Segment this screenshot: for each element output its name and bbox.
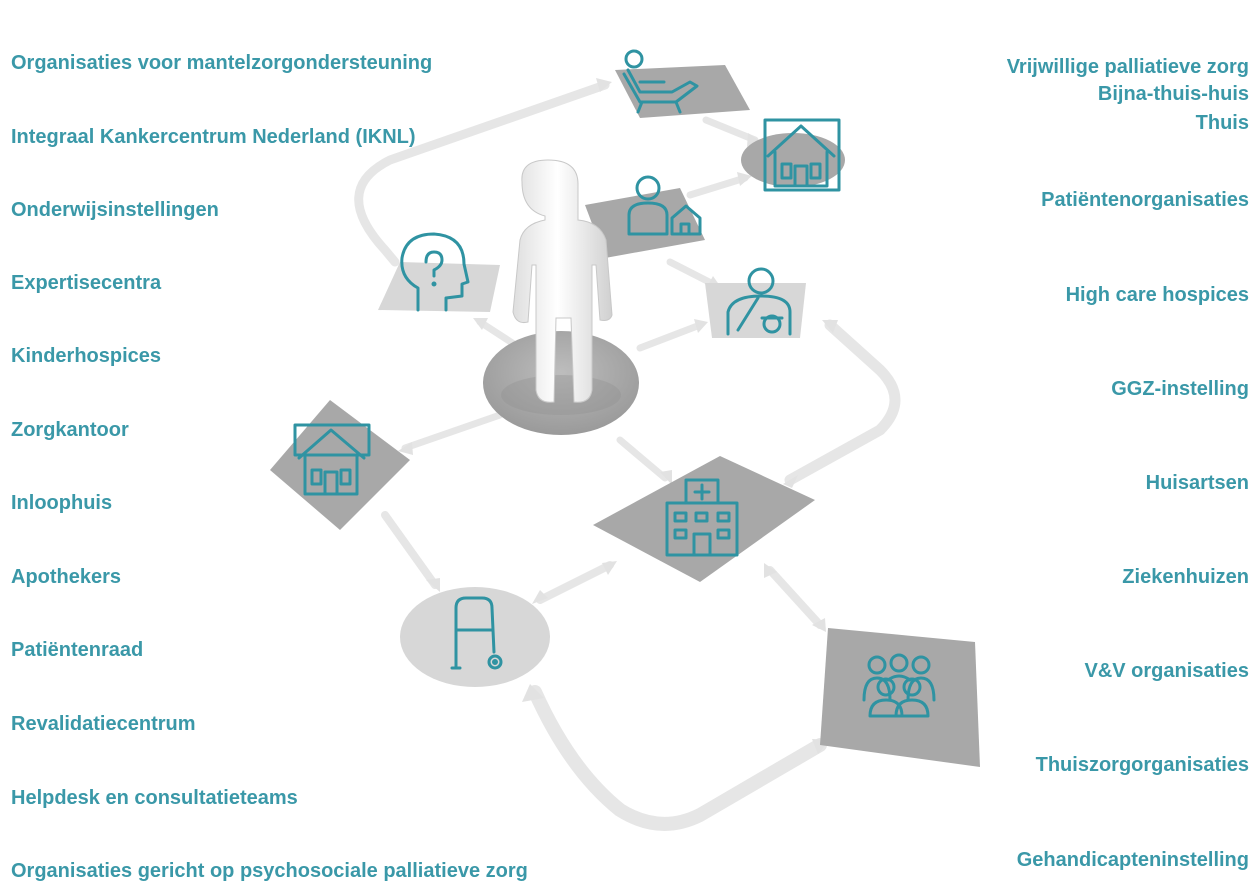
- label-mantelzorgondersteuning: Organisaties voor mantelzorgondersteunin…: [11, 52, 433, 74]
- head-question-icon: [400, 232, 470, 312]
- label-gehandicapteninstelling: Gehandicapteninstelling: [1016, 849, 1249, 871]
- tile-expertisecentra: [378, 262, 500, 312]
- figure-disc: [483, 331, 639, 435]
- label-huisartsen: Huisartsen: [1145, 472, 1249, 494]
- label-expertisecentra: Expertisecentra: [11, 272, 162, 294]
- tile-revalidatie: [400, 587, 550, 687]
- label-vv-organisaties: V&V organisaties: [1084, 660, 1249, 682]
- label-ggz-instelling: GGZ-instelling: [1111, 378, 1249, 400]
- label-apothekers: Apothekers: [11, 566, 122, 588]
- label-onderwijsinstellingen: Onderwijsinstellingen: [11, 199, 219, 221]
- connection-paths: [354, 80, 901, 831]
- label-kinderhospices: Kinderhospices: [11, 345, 162, 367]
- label-ziekenhuizen: Ziekenhuizen: [1122, 566, 1249, 588]
- figure-body: [512, 159, 613, 403]
- tile-inloophuis: [270, 400, 410, 530]
- person-home-icon: [627, 175, 702, 236]
- label-patientenraad: Patiëntenraad: [11, 639, 144, 661]
- label-bijna-thuis-huis: Bijna-thuis-huis: [1097, 83, 1249, 105]
- label-inloophuis: Inloophuis: [11, 492, 113, 514]
- label-zorgkantoor: Zorgkantoor: [11, 419, 129, 441]
- house-icon-inloophuis: [293, 423, 371, 496]
- label-high-care-hospices: High care hospices: [1065, 284, 1249, 306]
- lounge-chair-icon: [622, 49, 699, 114]
- walker-icon: [450, 596, 503, 670]
- injured-person-icon: [726, 267, 792, 336]
- house-icon-thuis: [763, 118, 841, 192]
- arrow-heads: [398, 78, 838, 754]
- tile-ziekenhuis: [593, 456, 815, 582]
- tile-patientenorganisaties: [585, 188, 705, 258]
- tile-thuiszorg: [820, 628, 980, 767]
- label-iknl: Integraal Kankercentrum Nederland (IKNL): [11, 126, 416, 148]
- label-revalidatiecentrum: Revalidatiecentrum: [11, 713, 196, 735]
- group-icon: [862, 653, 936, 718]
- label-psychosociale-zorg: Organisaties gericht op psychosociale pa…: [11, 860, 528, 882]
- tile-vrijwillige-zorg: [615, 65, 750, 118]
- label-thuis: Thuis: [1195, 112, 1249, 134]
- tile-bijna-thuis: [741, 133, 845, 187]
- hospital-icon: [665, 478, 739, 557]
- label-vrijwillige-palliatieve-zorg: Vrijwillige palliatieve zorg: [1006, 56, 1249, 78]
- label-patientenorganisaties: Patiëntenorganisaties: [1041, 189, 1249, 211]
- label-helpdesk: Helpdesk en consultatieteams: [11, 787, 298, 809]
- label-thuiszorgorganisaties: Thuiszorgorganisaties: [1035, 754, 1249, 776]
- central-figure: [483, 159, 639, 435]
